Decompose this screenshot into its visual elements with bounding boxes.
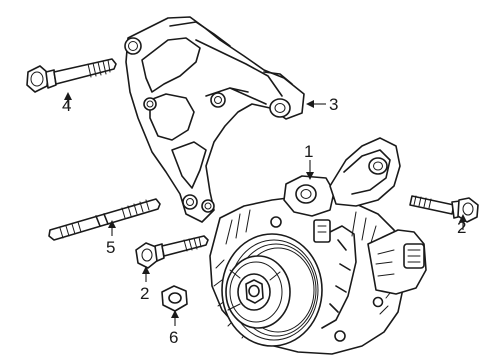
bolt-part-2-lower (135, 235, 209, 269)
callout-5: 5 (106, 238, 115, 257)
callout-6: 6 (169, 328, 178, 347)
nut-part-6 (161, 285, 188, 312)
callout-4: 4 (62, 96, 71, 115)
callout-1: 1 (304, 142, 313, 161)
bracket-part-3 (124, 16, 305, 223)
stud-part-5 (48, 198, 161, 241)
callout-leaders (64, 92, 467, 326)
callout-2-right: 2 (457, 218, 466, 237)
callout-3: 3 (329, 95, 338, 114)
callout-2-lower: 2 (140, 284, 149, 303)
bolt-part-4 (26, 58, 117, 93)
alternator-part-1 (209, 137, 427, 355)
bolt-part-2-right (409, 195, 479, 223)
